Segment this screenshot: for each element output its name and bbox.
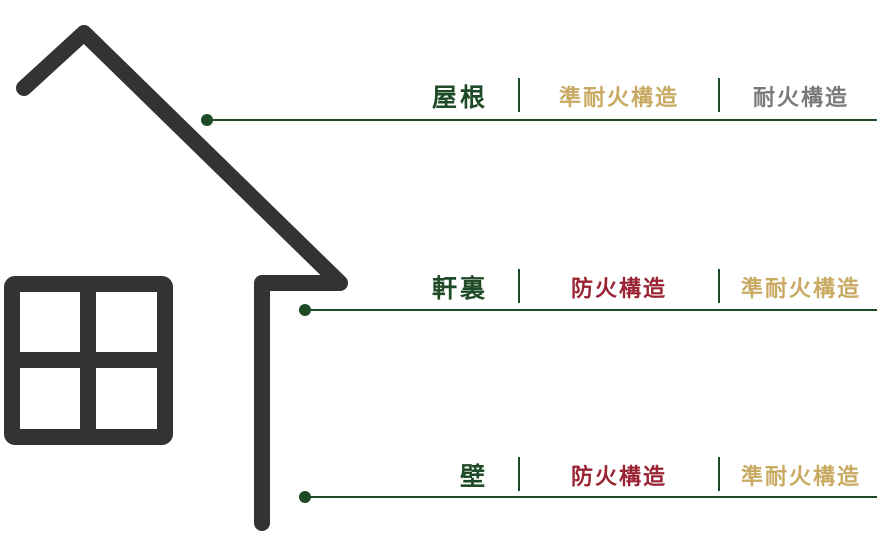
row-label: 壁: [459, 462, 488, 491]
divider: [718, 269, 720, 303]
divider: [718, 457, 720, 491]
window-icon: [4, 276, 173, 445]
leader-line: [207, 119, 877, 121]
leader-line: [305, 496, 877, 498]
row-wall: 壁 防火構造 準耐火構造: [0, 457, 880, 497]
divider: [718, 78, 720, 112]
leader-dot: [299, 304, 311, 316]
divider: [518, 78, 520, 112]
leader-dot: [201, 114, 213, 126]
row-label: 屋根: [431, 83, 488, 112]
row-roof: 屋根 準耐火構造 耐火構造: [0, 78, 880, 118]
requirement-col3: 準耐火構造: [740, 465, 861, 490]
requirement-col2: 防火構造: [570, 465, 667, 490]
row-eaves: 軒裏 防火構造 準耐火構造: [0, 269, 880, 309]
requirement-col2: 防火構造: [570, 277, 667, 302]
divider: [518, 269, 520, 303]
leader-line: [305, 309, 877, 311]
requirement-col3: 耐火構造: [752, 86, 849, 111]
house-roof-wall: [16, 25, 348, 531]
leader-dot: [299, 491, 311, 503]
requirement-col2: 準耐火構造: [558, 86, 679, 111]
requirement-col3: 準耐火構造: [740, 277, 861, 302]
divider: [518, 457, 520, 491]
row-label: 軒裏: [431, 274, 488, 303]
